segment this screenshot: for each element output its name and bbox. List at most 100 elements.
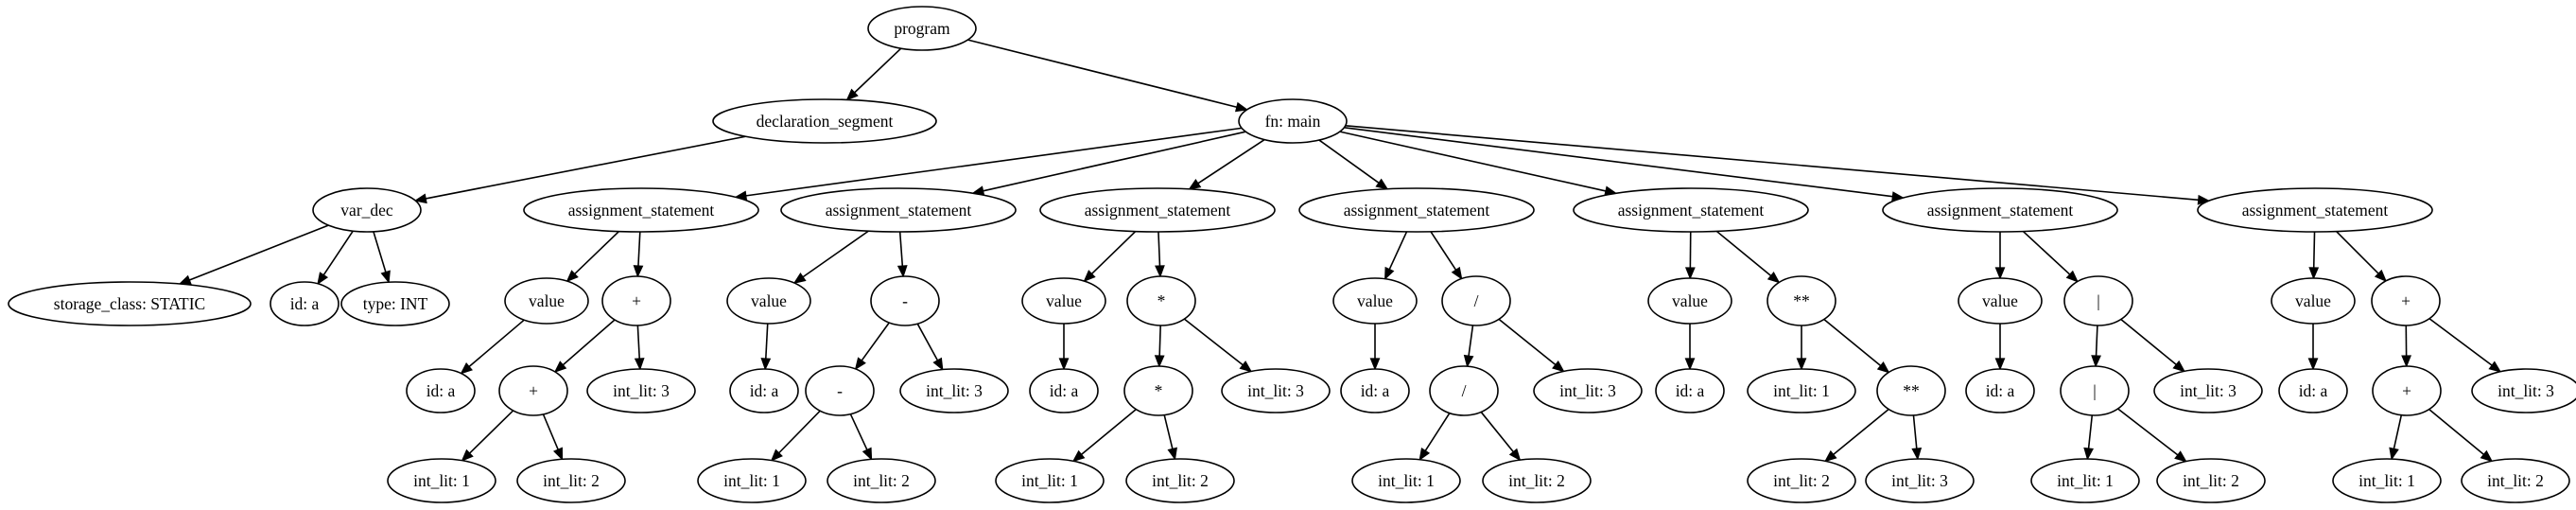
node-ellipse xyxy=(1029,368,1099,413)
node-label: id: a xyxy=(1050,381,1079,400)
edge-line xyxy=(1823,318,1882,367)
edge-line xyxy=(2428,318,2493,366)
edge-line xyxy=(2336,231,2379,274)
node-ellipse xyxy=(1332,277,1418,325)
node-ellipse xyxy=(2461,458,2570,503)
tree-edge xyxy=(760,323,772,371)
edge-line xyxy=(2120,318,2177,366)
arrowhead-icon xyxy=(770,448,783,462)
tree-edge xyxy=(1071,408,1137,463)
arrowhead-icon xyxy=(2174,450,2187,463)
tree-node-as5-val: value xyxy=(1647,277,1732,325)
edge-line xyxy=(2428,408,2485,455)
arrowhead-icon xyxy=(1369,358,1381,371)
node-label: + xyxy=(529,381,538,400)
tree-node-as7-op: + xyxy=(2371,275,2441,326)
edge-line xyxy=(1833,408,1889,456)
edge-line xyxy=(1090,231,1137,274)
tree-edge xyxy=(317,230,354,286)
node-ellipse xyxy=(805,365,875,416)
tree-edge xyxy=(1155,231,1165,278)
edge-line xyxy=(861,322,890,361)
edge-line xyxy=(1339,131,1607,192)
edge-line xyxy=(778,410,821,454)
node-label: - xyxy=(837,381,843,400)
arrowhead-icon xyxy=(2091,355,2101,368)
node-ellipse xyxy=(586,368,696,413)
node-ellipse xyxy=(1482,458,1592,503)
arrowhead-icon xyxy=(1994,267,2006,280)
node-label: assignment_statement xyxy=(1344,201,1490,220)
tree-node-as1-l3: int_lit: 3 xyxy=(586,368,696,413)
node-ellipse xyxy=(1125,458,1235,503)
tree-node-vardec: var_dec xyxy=(312,187,422,233)
tree-edge xyxy=(2117,408,2187,463)
tree-edge xyxy=(971,131,1246,196)
node-label: int_lit: 3 xyxy=(2180,381,2237,400)
arrowhead-icon xyxy=(862,447,873,461)
tree-edge xyxy=(1154,325,1165,368)
tree-edge xyxy=(1163,414,1177,461)
edge-line xyxy=(1197,138,1265,185)
arrowhead-icon xyxy=(380,270,391,284)
tree-edge xyxy=(2091,325,2101,368)
node-label: int_lit: 2 xyxy=(1152,471,1209,490)
tree-node-as4: assignment_statement xyxy=(1298,187,1535,233)
edge-line xyxy=(2117,408,2179,456)
node-label: id: a xyxy=(2299,381,2328,400)
node-label: assignment_statement xyxy=(826,201,972,220)
node-ellipse xyxy=(1441,275,1511,326)
arrowhead-icon xyxy=(2480,449,2494,463)
node-label: - xyxy=(902,291,908,310)
node-label: int_lit: 1 xyxy=(723,471,780,490)
tree-edge xyxy=(2401,325,2411,368)
edge-line xyxy=(1163,414,1174,449)
node-ellipse xyxy=(2372,365,2442,416)
arrowhead-icon xyxy=(1234,101,1249,113)
arrowhead-icon xyxy=(317,272,329,286)
node-ellipse xyxy=(1573,187,1809,233)
arrowhead-icon xyxy=(2401,355,2411,368)
edge-line xyxy=(373,231,387,273)
arrowhead-icon xyxy=(760,358,772,371)
edge-line xyxy=(2022,230,2071,275)
node-label: * xyxy=(1157,291,1166,310)
arrowhead-icon xyxy=(1823,449,1837,463)
tree-node-as3-val: value xyxy=(1021,277,1106,325)
node-ellipse xyxy=(340,281,450,326)
node-label: value xyxy=(1046,291,1082,310)
node-label: program xyxy=(894,19,950,38)
node-label: var_dec xyxy=(340,201,393,220)
tree-node-as2-op: - xyxy=(870,275,940,326)
node-ellipse xyxy=(1647,277,1732,325)
node-label: value xyxy=(529,291,565,310)
tree-edge xyxy=(1823,318,1890,374)
node-label: storage_class: STATIC xyxy=(54,294,205,313)
arrowhead-icon xyxy=(1796,358,1807,371)
node-ellipse xyxy=(2371,275,2441,326)
edge-line xyxy=(1183,318,1244,366)
node-label: value xyxy=(751,291,787,310)
arrowhead-icon xyxy=(2172,360,2186,373)
node-label: + xyxy=(2401,291,2411,310)
node-ellipse xyxy=(498,365,568,416)
node-label: assignment_statement xyxy=(2242,201,2389,220)
edge-line xyxy=(2393,414,2403,449)
tree-edge xyxy=(1058,324,1070,371)
arrowhead-icon xyxy=(1767,271,1781,284)
arrowhead-icon xyxy=(566,270,579,283)
arrowhead-icon xyxy=(1071,449,1086,463)
node-ellipse xyxy=(312,187,422,233)
tree-node-fn: fn: main xyxy=(1238,98,1348,144)
node-ellipse xyxy=(1655,368,1725,413)
edge-line xyxy=(764,323,769,360)
node-label: int_lit: 2 xyxy=(2487,471,2544,490)
tree-node-as4-val: value xyxy=(1332,277,1418,325)
node-label: int_lit: 1 xyxy=(413,471,470,490)
node-label: ** xyxy=(1793,291,1810,310)
tree-node-as2-op2: - xyxy=(805,365,875,416)
tree-node-decl: declaration_segment xyxy=(712,98,937,144)
tree-edge xyxy=(1369,324,1381,371)
node-label: declaration_segment xyxy=(757,112,894,131)
node-ellipse xyxy=(1298,187,1535,233)
